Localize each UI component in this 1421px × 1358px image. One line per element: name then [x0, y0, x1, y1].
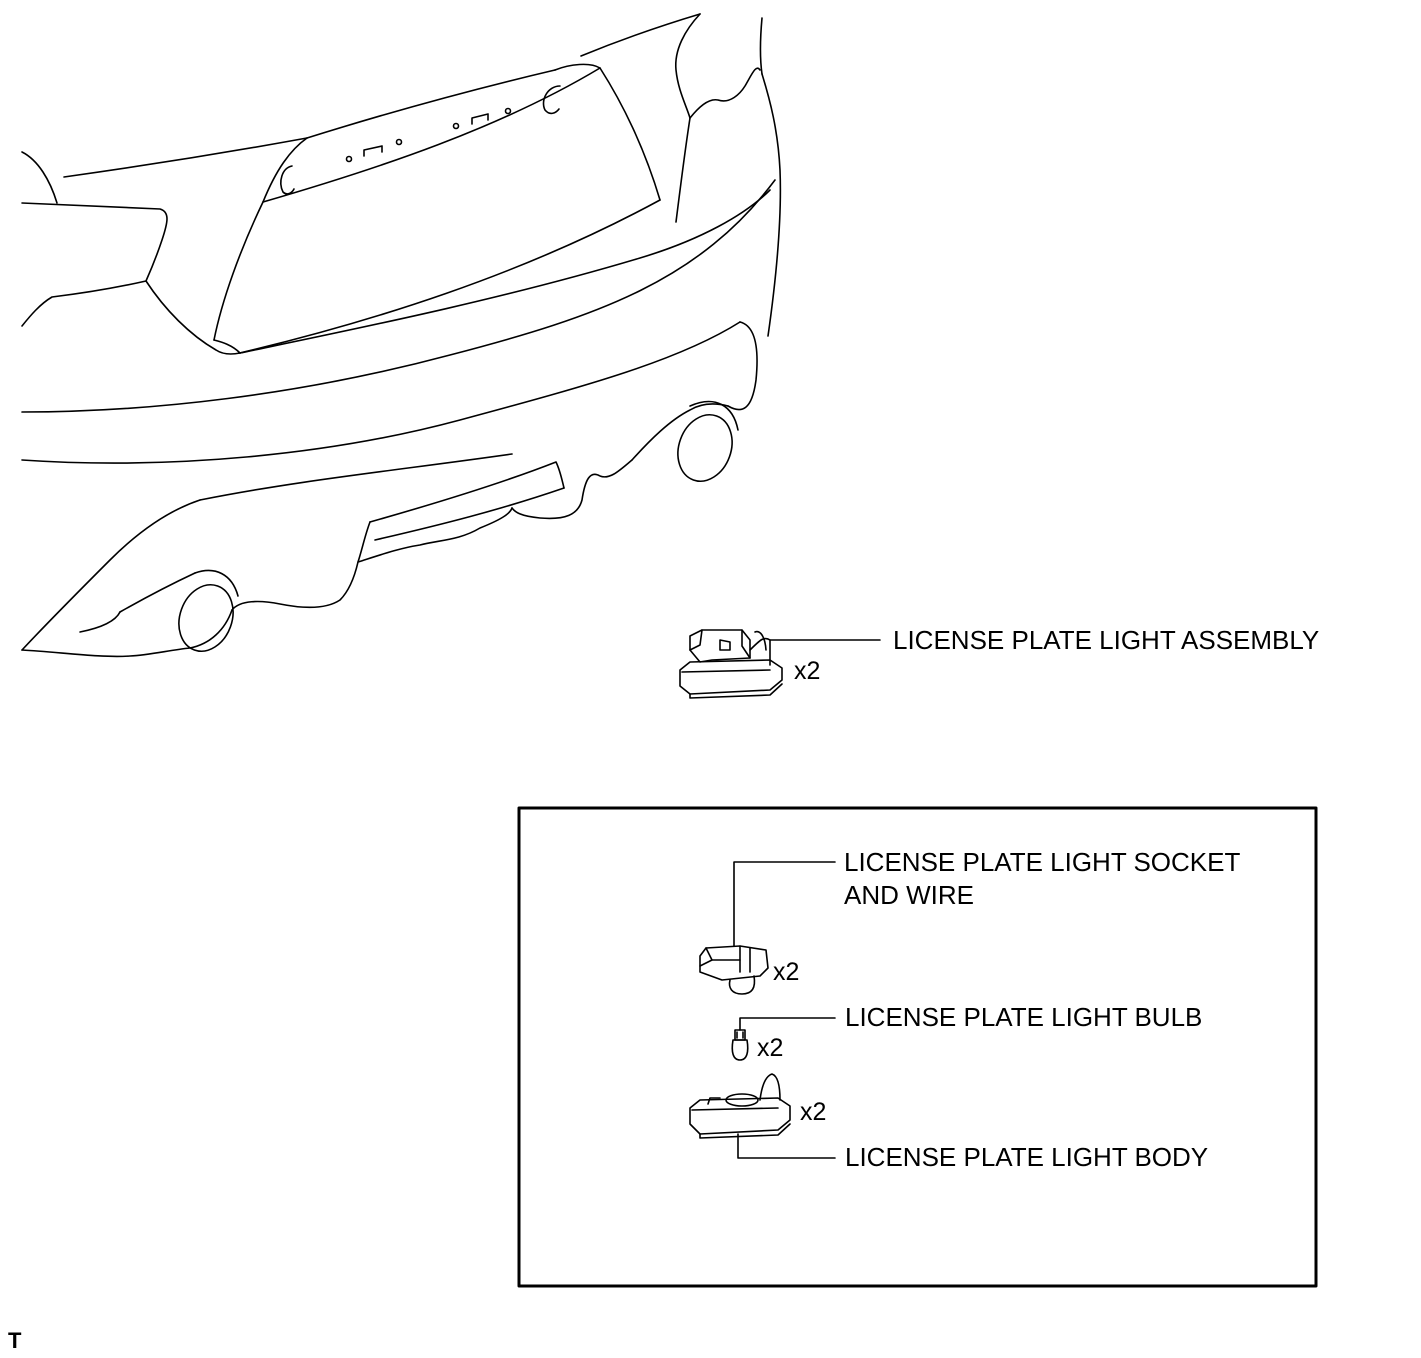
- bulb-leader-line: [739, 1017, 836, 1031]
- assembly-label: LICENSE PLATE LIGHT ASSEMBLY: [893, 625, 1320, 655]
- body-leader-line: [737, 1133, 836, 1159]
- body-quantity: x2: [800, 1098, 827, 1126]
- license-plate-light-socket-icon: [699, 945, 769, 995]
- corner-mark: T: [8, 1328, 22, 1353]
- exploded-view-frame: [517, 806, 1318, 1288]
- license-plate-light-bulb-icon: [731, 1029, 749, 1061]
- socket-leader-line: [733, 861, 836, 947]
- body-label: LICENSE PLATE LIGHT BODY: [845, 1142, 1209, 1172]
- socket-label-line2: AND WIRE: [844, 880, 974, 910]
- bulb-label: LICENSE PLATE LIGHT BULB: [845, 1002, 1203, 1032]
- license-plate-light-body-icon: [689, 1073, 791, 1139]
- car-rear-illustration: [21, 13, 782, 658]
- socket-quantity: x2: [773, 958, 800, 986]
- license-plate-light-assembly-icon: [679, 629, 783, 699]
- bulb-quantity: x2: [757, 1034, 784, 1062]
- socket-label-line1: LICENSE PLATE LIGHT SOCKET: [844, 847, 1241, 877]
- assembly-quantity: x2: [794, 657, 821, 685]
